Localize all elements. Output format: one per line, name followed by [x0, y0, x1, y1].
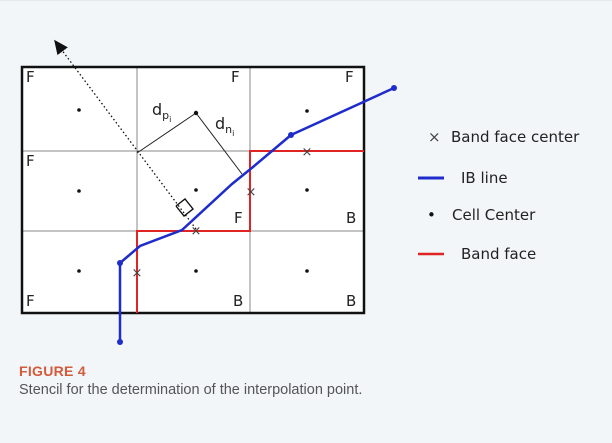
cell-label-bottom-left: F	[26, 292, 35, 310]
legend-cell-center-icon: •	[427, 206, 436, 224]
cell-centers	[77, 108, 309, 273]
cell-label-mid-right: B	[346, 209, 356, 227]
band-face-center-mark: ×	[191, 224, 202, 239]
figure-label: FIGURE 4	[19, 363, 86, 379]
cell-label-center: F	[234, 209, 243, 227]
cell-center-dot	[305, 109, 309, 113]
cell-center-dot	[77, 189, 81, 193]
dn-line	[195, 112, 243, 175]
cell-center-dot	[305, 269, 309, 273]
ib-point	[288, 132, 294, 138]
ib-point	[117, 260, 123, 266]
legend-band-face-label: Band face	[461, 245, 536, 263]
grid-background	[22, 67, 364, 313]
stencil-diagram: × × × × F F F F F B F B B dpi dni × Band…	[20, 39, 580, 345]
right-angle-marker	[175, 198, 194, 217]
cell-label-bottom-middle: B	[233, 292, 243, 310]
legend-ib-line-label: IB line	[461, 169, 508, 187]
cell-label-mid-left: F	[26, 152, 35, 170]
grid-frame	[20, 65, 366, 315]
cell-label-top-right: F	[345, 68, 354, 86]
band-face	[136, 150, 364, 313]
cell-center-dot	[305, 188, 309, 192]
band-face-center-mark: ×	[246, 185, 257, 200]
dp-label-sub: p	[162, 109, 169, 122]
figure-caption: FIGURE 4 Stencil for the determination o…	[19, 363, 599, 398]
dn-label-subsub: i	[232, 129, 234, 138]
legend: × Band face center IB line • Cell Center…	[418, 128, 580, 263]
legend-band-face-center-icon: ×	[428, 128, 441, 146]
ib-point	[391, 85, 397, 91]
dp-label: dpi	[152, 100, 171, 124]
cell-center-dot	[77, 269, 81, 273]
legend-cell-center-label: Cell Center	[452, 206, 536, 224]
cell-center-dot	[77, 108, 81, 112]
dn-label: dni	[215, 114, 234, 138]
dp-line	[136, 112, 197, 154]
dp-label-base: d	[152, 100, 162, 119]
dp-label-subsub: i	[169, 115, 171, 124]
band-face-center-mark: ×	[302, 145, 313, 160]
cell-label-top-middle: F	[231, 68, 240, 86]
dn-label-sub: n	[225, 123, 232, 136]
band-face-center-mark: ×	[132, 266, 143, 281]
ib-point	[117, 339, 123, 345]
cell-label-top-left: F	[26, 68, 35, 86]
cell-center-dot	[194, 188, 198, 192]
caption-text: Stencil for the determination of the int…	[19, 382, 363, 398]
cell-center-dot	[194, 269, 198, 273]
band-face-centers: × × × ×	[132, 145, 313, 281]
dn-label-base: d	[215, 114, 225, 133]
legend-band-face-center-label: Band face center	[451, 128, 580, 146]
ib-line	[118, 86, 395, 342]
cell-label-bottom-right: B	[346, 292, 356, 310]
cell-center-dot	[193, 110, 199, 116]
